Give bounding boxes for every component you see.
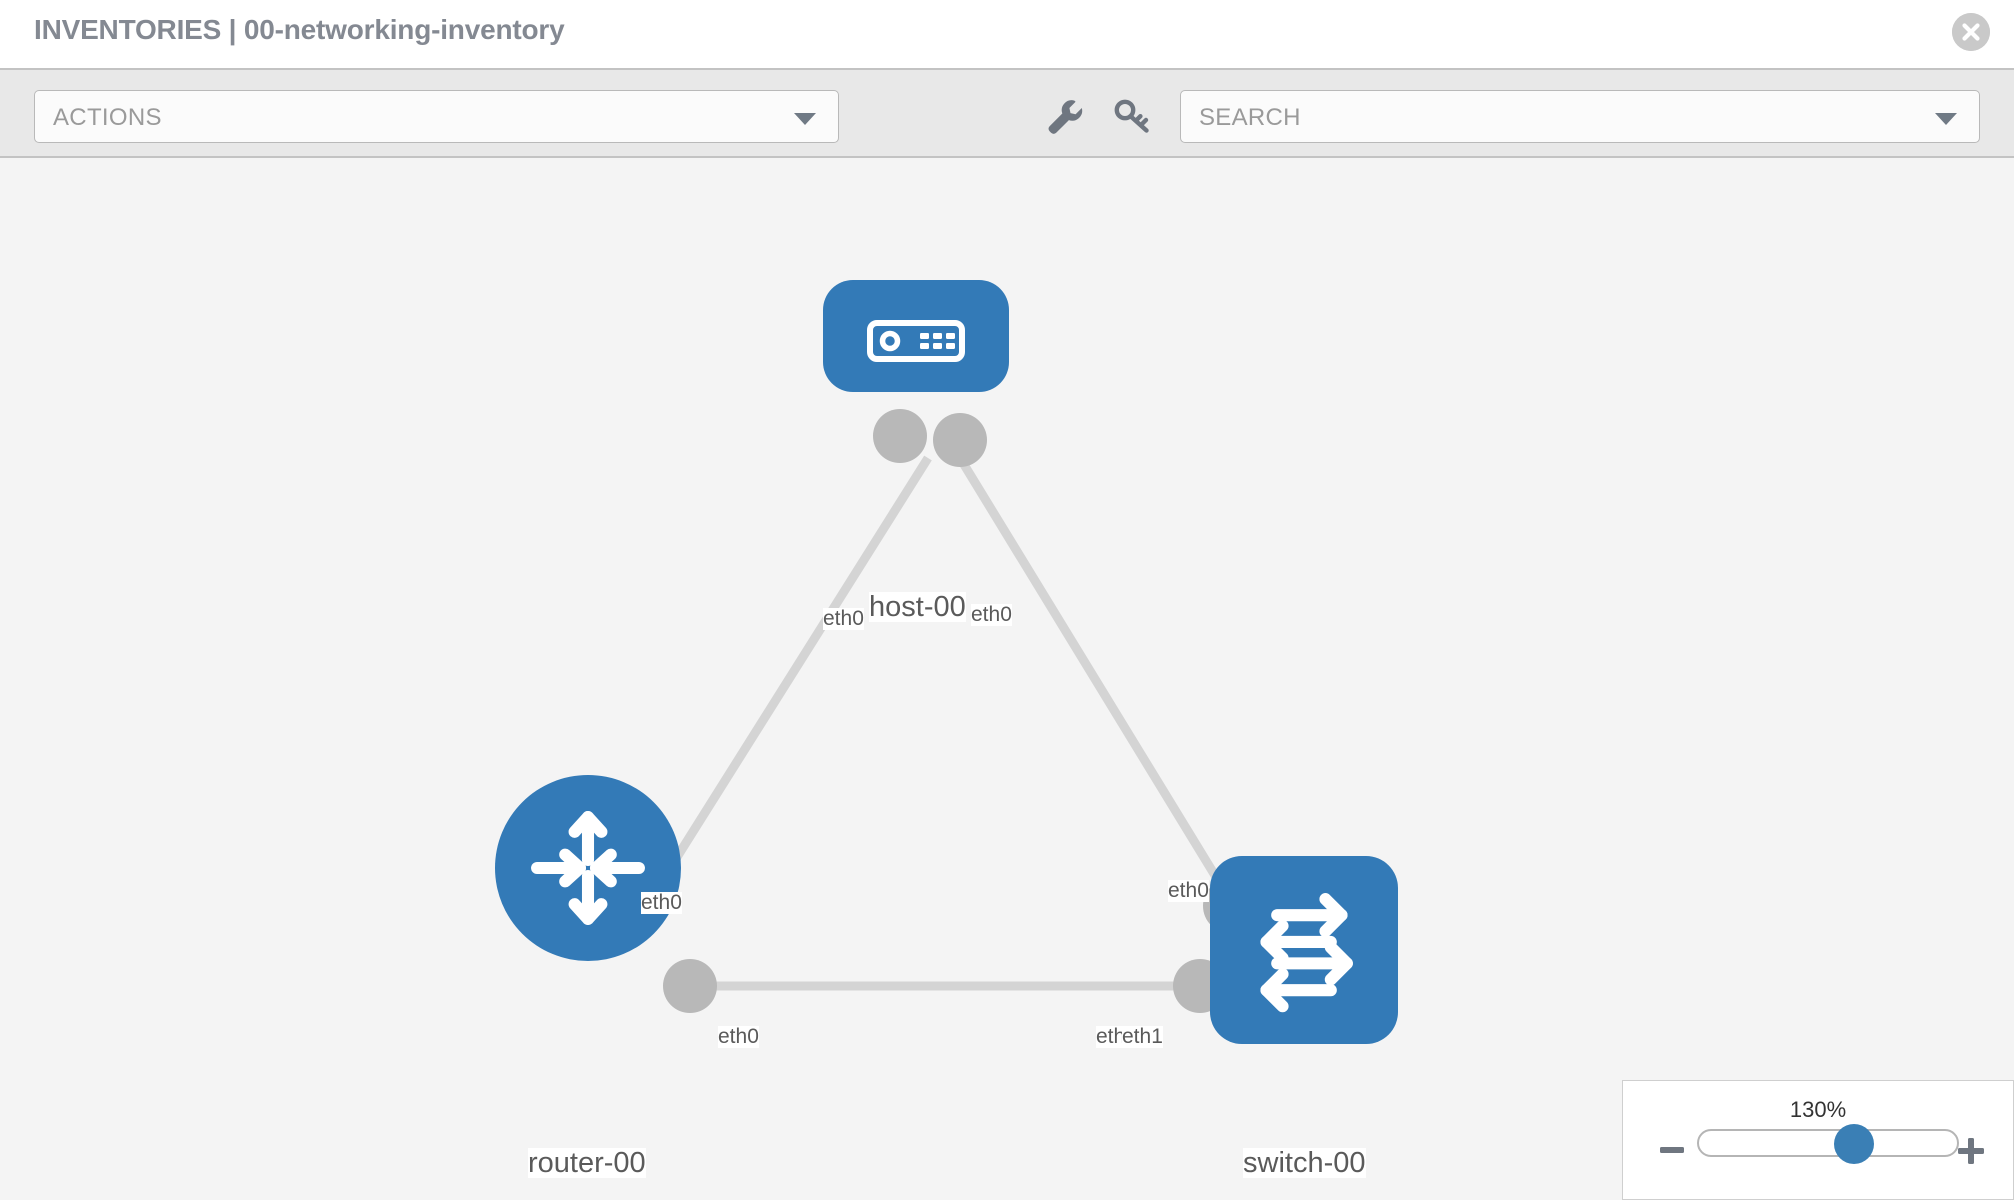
node-router-00[interactable] [495,775,681,961]
port-host-eth0-left[interactable] [873,409,927,463]
topology-links [646,455,1234,991]
node-label-router-00: router-00 [528,1147,646,1179]
search-input[interactable]: SEARCH [1180,90,1980,143]
port-label: eth1 [1122,1025,1163,1049]
port-label: eth0 [971,603,1012,627]
link-host-router[interactable] [646,455,932,903]
actions-dropdown-label: ACTIONS [53,104,162,131]
toolbar: ACTIONS SEARCH [0,68,2014,158]
page-title: INVENTORIES | 00-networking-inventory [34,14,565,45]
plus-icon[interactable] [1955,1135,1987,1172]
zoom-slider-thumb[interactable] [1834,1124,1874,1164]
page-header: INVENTORIES | 00-networking-inventory [0,0,2014,68]
node-label-host-00: host-00 [869,591,966,623]
port-label: eth0 [1168,879,1209,903]
port-router-eth0[interactable] [663,959,717,1013]
zoom-control: 130% [1622,1080,2014,1200]
search-chevron-down-icon[interactable] [1935,113,1957,125]
topology-graph [495,280,1398,1044]
port-label: eth0 [718,1025,759,1049]
minus-icon[interactable] [1657,1135,1687,1170]
wrench-icon[interactable] [1040,92,1088,140]
topology-canvas[interactable]: eth0 eth0 eth0 eth0 eth0 eth0 eth1 host-… [0,158,2014,1200]
key-icon[interactable] [1108,92,1156,140]
topology-ports [663,409,1257,1013]
port-label: eth0 [641,891,682,915]
actions-dropdown[interactable]: ACTIONS [34,90,839,143]
port-label: eth0 [823,607,864,631]
node-host-00[interactable] [823,280,1009,392]
port-host-eth0-right[interactable] [933,413,987,467]
close-icon[interactable] [1952,13,1990,51]
search-placeholder: SEARCH [1199,104,1301,131]
node-switch-00[interactable] [1210,856,1398,1044]
zoom-slider[interactable] [1697,1124,1959,1164]
chevron-down-icon [794,113,816,125]
node-label-switch-00: switch-00 [1243,1147,1366,1179]
link-host-switch[interactable] [956,455,1234,903]
zoom-level-value: 130% [1789,1097,1847,1122]
